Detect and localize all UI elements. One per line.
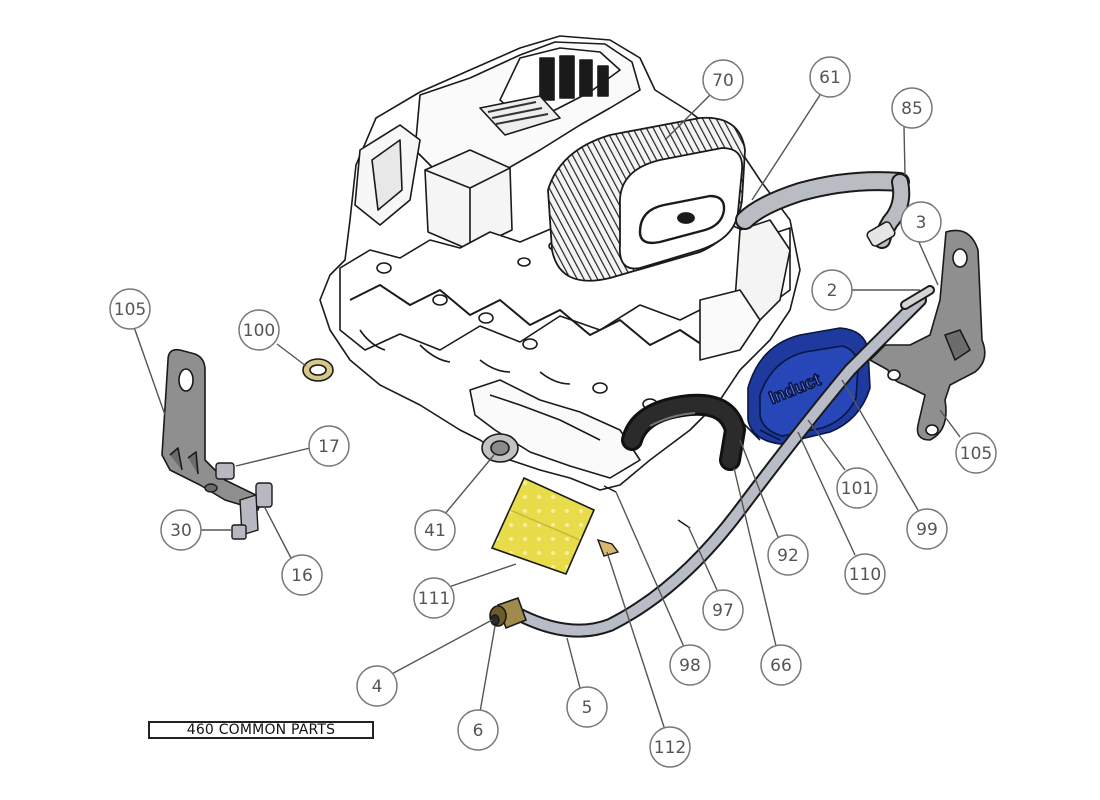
- svg-text:6: 6: [473, 721, 484, 741]
- bracket-right: [869, 229, 986, 441]
- part-112: [596, 538, 620, 557]
- balloon-16: 16: [281, 554, 323, 596]
- svg-text:2: 2: [827, 281, 838, 301]
- balloon-110: 110: [844, 553, 886, 595]
- balloon-66: 66: [760, 644, 802, 686]
- blue-coupler-housing: Induct: [739, 327, 871, 445]
- fitting-4: [489, 596, 528, 630]
- balloon-105-right: 105: [955, 432, 997, 474]
- svg-text:98: 98: [679, 656, 701, 676]
- balloon-2: 2: [811, 269, 853, 311]
- svg-text:3: 3: [916, 213, 927, 233]
- balloon-17: 17: [308, 425, 350, 467]
- svg-text:97: 97: [712, 601, 734, 621]
- balloon-30: 30: [160, 509, 202, 551]
- hose-85: [866, 173, 911, 249]
- svg-text:112: 112: [654, 738, 686, 758]
- svg-text:30: 30: [170, 521, 192, 541]
- svg-text:85: 85: [901, 99, 923, 119]
- small-screw-parts: [603, 485, 691, 529]
- svg-text:99: 99: [916, 520, 938, 540]
- svg-text:41: 41: [424, 521, 446, 541]
- svg-text:100: 100: [243, 321, 275, 341]
- balloon-98: 98: [669, 644, 711, 686]
- svg-text:17: 17: [318, 437, 340, 457]
- svg-text:66: 66: [770, 656, 792, 676]
- balloon-100: 100: [238, 309, 280, 351]
- air-filter-element: [547, 116, 746, 282]
- balloon-4: 4: [356, 665, 398, 707]
- washer-100: [302, 358, 334, 382]
- svg-text:16: 16: [291, 566, 313, 586]
- hose-5: [513, 285, 935, 638]
- balloon-61: 61: [809, 56, 851, 98]
- balloon-85: 85: [891, 87, 933, 129]
- bracket-left: [161, 348, 263, 511]
- balloon-6: 6: [457, 709, 499, 751]
- balloon-99: 99: [906, 508, 948, 550]
- svg-text:5: 5: [582, 698, 593, 718]
- balloon-3: 3: [900, 201, 942, 243]
- svg-text:110: 110: [849, 565, 881, 585]
- svg-text:101: 101: [841, 479, 873, 499]
- balloon-105-left: 105: [109, 288, 151, 330]
- balloon-101: 101: [836, 467, 878, 509]
- balloon-41: 41: [414, 509, 456, 551]
- balloon-112: 112: [649, 726, 691, 768]
- balloon-5: 5: [566, 686, 608, 728]
- sheet-111: [490, 476, 596, 576]
- svg-text:105: 105: [114, 300, 146, 320]
- black-hose-92: [621, 393, 747, 471]
- svg-text:105: 105: [960, 444, 992, 464]
- svg-text:70: 70: [712, 71, 734, 91]
- diagram-title: 460 COMMON PARTS: [148, 721, 374, 739]
- hose-61: [735, 171, 910, 230]
- leader-lines: [133, 94, 961, 731]
- balloon-97: 97: [702, 589, 744, 631]
- balloon-111: 111: [413, 577, 455, 619]
- svg-text:61: 61: [819, 68, 841, 88]
- balloon-92: 92: [767, 534, 809, 576]
- svg-text:92: 92: [777, 546, 799, 566]
- svg-text:4: 4: [372, 677, 383, 697]
- svg-text:111: 111: [418, 589, 450, 609]
- balloon-70: 70: [702, 59, 744, 101]
